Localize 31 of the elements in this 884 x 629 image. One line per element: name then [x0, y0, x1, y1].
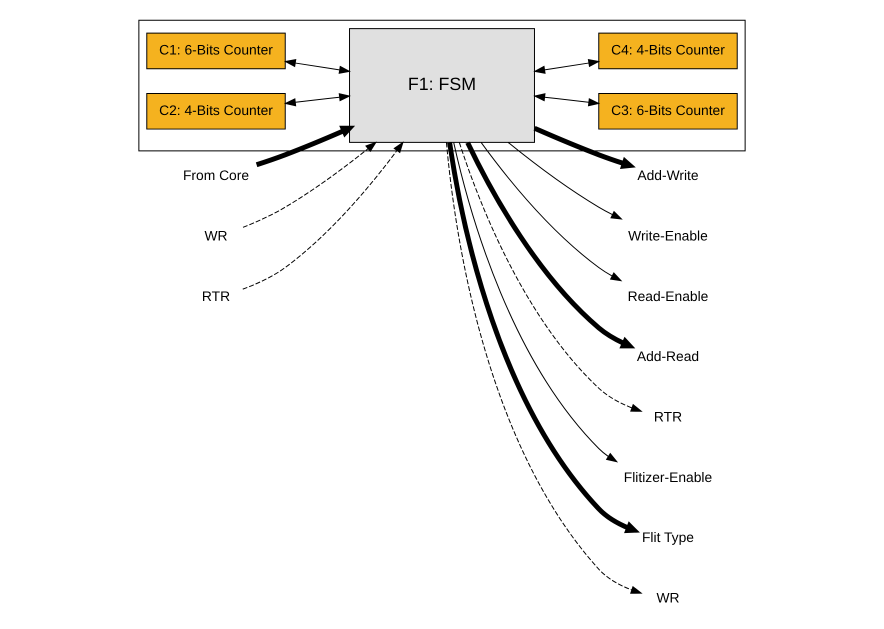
node-text: Read-Enable: [628, 288, 708, 304]
arrow: [533, 58, 600, 74]
arrow: [534, 126, 636, 169]
node-text: WR: [656, 590, 680, 606]
node-text: RTR: [654, 408, 682, 425]
node-text: Flit Type: [642, 529, 694, 546]
node-text: Add-Read: [636, 348, 700, 364]
arrow: [242, 141, 377, 228]
arrow: [242, 141, 404, 290]
node-text: Add-Write: [637, 167, 699, 184]
node-text: Flitizer-Enable: [624, 468, 712, 485]
node-box: C3: 6-Bits Counter: [598, 92, 738, 130]
node-text: RTR: [202, 288, 230, 304]
arrow: [284, 58, 351, 74]
arrow: [453, 142, 618, 463]
arrow: [284, 93, 351, 106]
arrow: [465, 142, 636, 348]
arrow: [533, 93, 600, 106]
node-text: From Core: [182, 167, 250, 184]
node-box: C4: 4-Bits Counter: [598, 32, 738, 70]
node-text: Write-Enable: [628, 228, 708, 244]
arrow: [446, 142, 643, 594]
node-box: F1: FSM: [349, 28, 535, 143]
arrow: [458, 142, 643, 412]
node-box: C1: 6-Bits Counter: [146, 32, 286, 70]
node-text: WR: [204, 228, 228, 244]
arrow: [256, 126, 356, 168]
arrow: [508, 142, 623, 220]
node-box: C2: 4-Bits Counter: [146, 92, 286, 130]
arrow: [447, 142, 640, 534]
arrow: [480, 142, 622, 282]
